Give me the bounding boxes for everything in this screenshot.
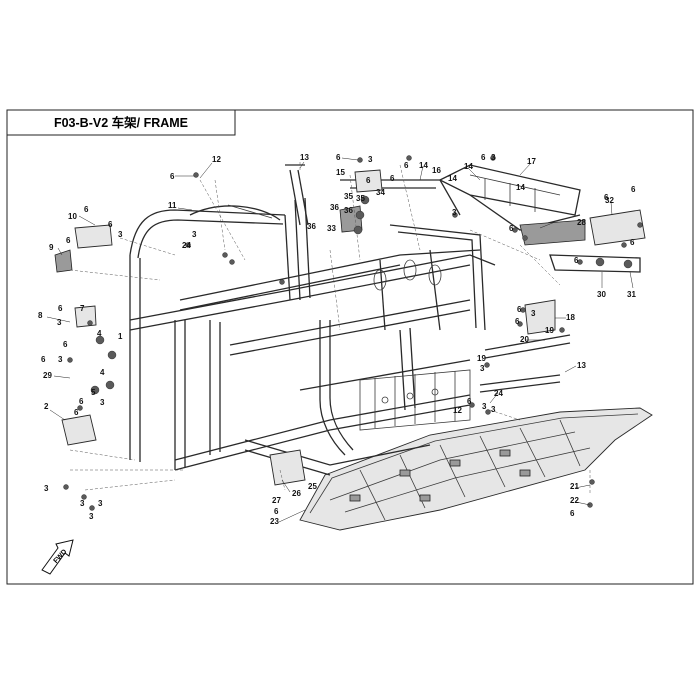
- callout-16: 16: [432, 166, 441, 175]
- callout-3-bottom-b: 3: [80, 499, 85, 508]
- callout-6-far-right: 6: [631, 185, 636, 194]
- callout-13-top: 13: [300, 153, 309, 162]
- callout-3-top-center: 3: [368, 155, 373, 164]
- leader-lines: [46, 157, 634, 523]
- callout-35-a: 35: [344, 192, 353, 201]
- callout-33: 33: [327, 224, 336, 233]
- callout-6-right-upper: 6: [604, 193, 609, 202]
- callout-34: 34: [376, 188, 385, 197]
- callout-36-b: 36: [344, 206, 353, 215]
- callout-14-top-right: 14: [464, 162, 473, 171]
- callout-1: 1: [118, 332, 123, 341]
- callout-3-bottom-a: 3: [44, 484, 49, 493]
- callout-6-center-upper-b: 6: [366, 176, 371, 185]
- callout-17: 17: [527, 157, 536, 166]
- callout-3-bottom-c: 3: [98, 499, 103, 508]
- callout-6-left-low-b: 6: [74, 408, 79, 417]
- callout-18: 18: [566, 313, 575, 322]
- callout-4-b: 4: [100, 368, 105, 377]
- callout-15: 15: [336, 168, 345, 177]
- callout-6-left-upper: 6: [84, 205, 89, 214]
- callout-6-right-18b: 6: [515, 317, 520, 326]
- callout-14-right: 14: [448, 174, 457, 183]
- callout-6-bottom-right: 6: [570, 509, 575, 518]
- callout-6-top-mid: 6: [404, 161, 409, 170]
- callout-9: 9: [49, 243, 54, 252]
- title-box: [6, 109, 236, 136]
- callout-27: 27: [272, 496, 281, 505]
- callout-3-left-mid: 3: [57, 318, 62, 327]
- callout-6-right-lower: 6: [574, 256, 579, 265]
- callout-20: 20: [520, 335, 529, 344]
- callout-36-a: 36: [330, 203, 339, 212]
- callout-21: 21: [570, 482, 579, 491]
- callout-6-right-plate: 6: [630, 238, 635, 247]
- callout-24-top: 24: [182, 241, 191, 250]
- skid-plate: [299, 407, 653, 531]
- callout-6-top-center: 6: [336, 153, 341, 162]
- callout-36-c: 36: [307, 222, 316, 231]
- callout-14-right-b: 14: [516, 183, 525, 192]
- callout-6-bottom-center: 6: [274, 507, 279, 516]
- callout-23: 23: [270, 517, 279, 526]
- callout-6-left-upper-c: 6: [66, 236, 71, 245]
- callout-6-left-mid-b: 6: [63, 340, 68, 349]
- callout-30: 30: [597, 290, 606, 299]
- callout-6-left-lower: 6: [41, 355, 46, 364]
- callout-6-top-left: 6: [170, 172, 175, 181]
- callout-3-left-bottom: 3: [100, 398, 105, 407]
- callout-32: 32: [605, 196, 614, 205]
- callout-3-right-18: 3: [531, 309, 536, 318]
- callout-12-top: 12: [212, 155, 221, 164]
- callout-6-left-mid: 6: [58, 304, 63, 313]
- callout-3-left-upper: 3: [118, 230, 123, 239]
- callout-25: 25: [308, 482, 317, 491]
- callout-6-right-mid: 6: [509, 224, 514, 233]
- callout-11: 11: [168, 201, 177, 210]
- callout-19-right: 19: [545, 326, 554, 335]
- callout-2: 2: [44, 402, 49, 411]
- outer-border: [6, 109, 694, 585]
- callout-3-center-lower: 3: [480, 364, 485, 373]
- callout-19-center: 19: [477, 354, 486, 363]
- callout-6-center-low: 6: [467, 397, 472, 406]
- callout-13-right: 13: [577, 361, 586, 370]
- callout-22: 22: [570, 496, 579, 505]
- callout-12-lower: 12: [453, 406, 462, 415]
- callout-26: 26: [292, 489, 301, 498]
- callout-3-center-low-a: 3: [482, 402, 487, 411]
- callout-35-b: 35: [356, 194, 365, 203]
- callout-31: 31: [627, 290, 636, 299]
- frame-assembly-drawing: [54, 155, 653, 531]
- callout-6-left-bottom: 6: [79, 397, 84, 406]
- callout-4-a: 4: [97, 329, 102, 338]
- callout-3-center: 3: [452, 208, 457, 217]
- callout-8: 8: [38, 311, 43, 320]
- callout-7: 7: [80, 304, 85, 313]
- callout-6-center-upper: 6: [390, 174, 395, 183]
- callout-10: 10: [68, 212, 77, 221]
- callout-14-top-mid: 14: [419, 161, 428, 170]
- callout-6-top-right-a: 6: [481, 153, 486, 162]
- diagram-title: F03-B-V2 车架/ FRAME: [54, 115, 188, 130]
- callout-6-left-upper-b: 6: [108, 220, 113, 229]
- callout-3-left-cage: 3: [192, 230, 197, 239]
- callout-labels: 12 6 13 6 3 6 14 16 15 6 6 6 3 17 14 14 …: [38, 153, 636, 526]
- callout-29: 29: [43, 371, 52, 380]
- callout-5: 5: [91, 388, 96, 397]
- callout-3-top-right: 3: [491, 153, 496, 162]
- callout-3-center-low-b: 3: [491, 405, 496, 414]
- fwd-arrow-icon: FWD: [41, 539, 74, 575]
- callout-6-right-18a: 6: [517, 305, 522, 314]
- callout-3-bottom-d: 3: [89, 512, 94, 521]
- callout-28: 28: [577, 218, 586, 227]
- callout-3-left-lower: 3: [58, 355, 63, 364]
- callout-24-right: 24: [494, 389, 503, 398]
